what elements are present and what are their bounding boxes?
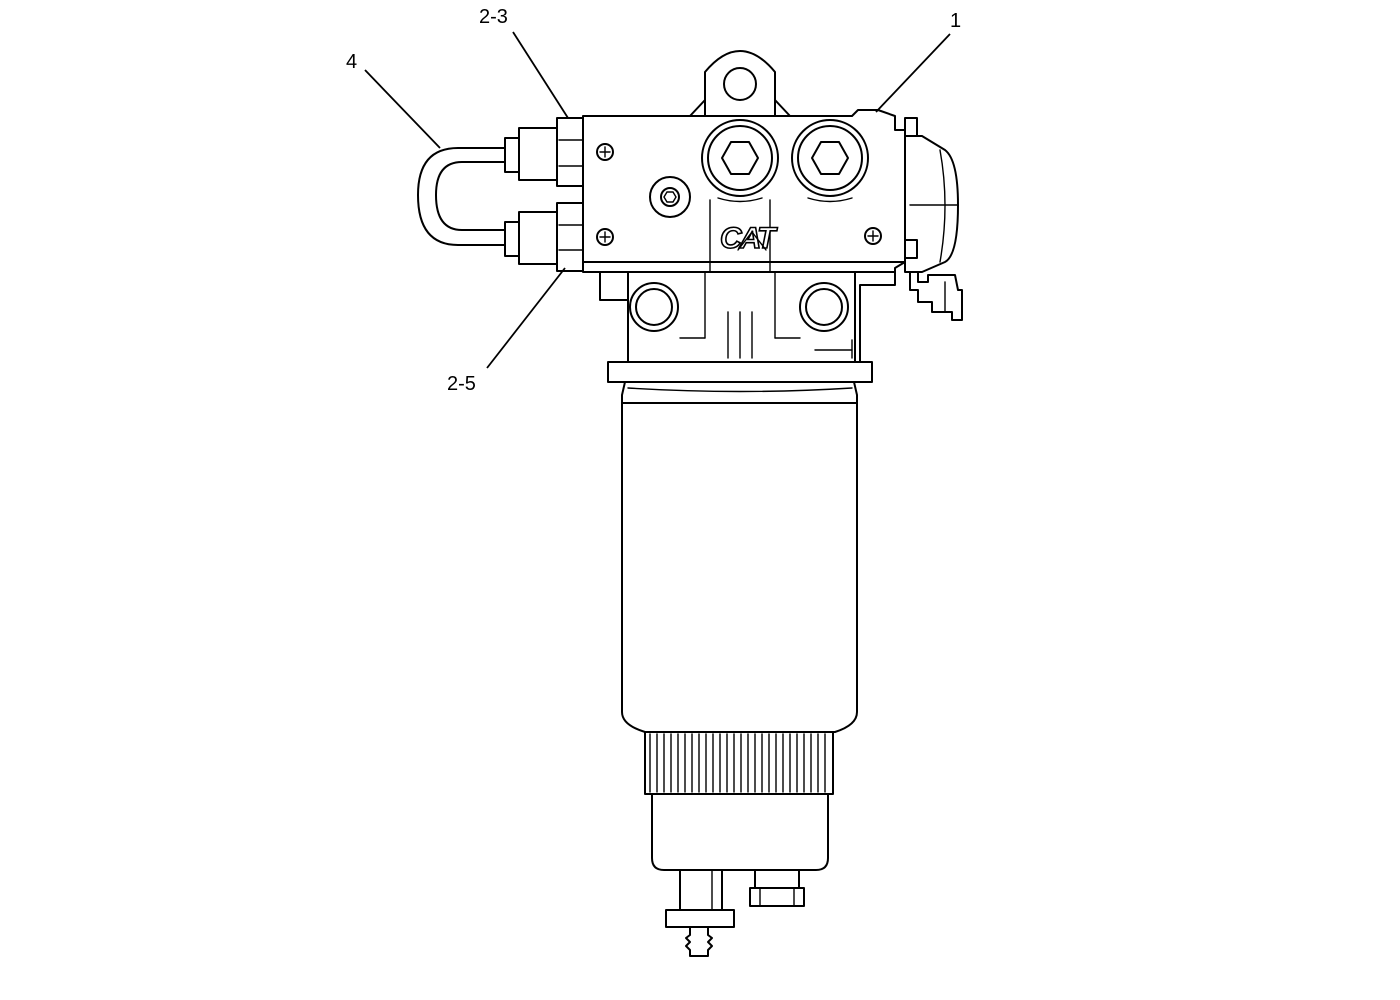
callout-1-label: 1 <box>950 10 961 32</box>
cat-logo: CAT <box>719 221 781 256</box>
bowl-collar <box>644 731 834 795</box>
callout-4: 4 <box>346 51 441 149</box>
water-bowl <box>651 793 829 871</box>
callout-1: 1 <box>875 10 961 113</box>
callout-2-3: 2-3 <box>479 6 569 119</box>
fitting-lower <box>504 202 584 272</box>
callout-2-5: 2-5 <box>447 267 566 395</box>
u-tube-hose <box>417 147 516 246</box>
bolt-heads <box>596 143 882 246</box>
mounting-flange <box>607 361 873 383</box>
sensor-port <box>749 869 805 907</box>
callout-2-3-label: 2-3 <box>479 6 508 28</box>
callout-2-5-label: 2-5 <box>447 373 476 395</box>
primer-pump-housing <box>904 117 959 273</box>
hex-plug-right <box>791 119 869 203</box>
filter-canister <box>621 381 858 733</box>
hex-plug-left <box>701 119 779 203</box>
drain-valve <box>665 869 735 957</box>
filter-head <box>582 109 906 273</box>
connector-plug <box>909 271 963 321</box>
socket-plug <box>649 176 691 218</box>
head-lower-body <box>599 271 896 363</box>
callout-4-label: 4 <box>346 51 357 73</box>
cat-logo-text: CAT <box>720 222 778 255</box>
lifting-eye <box>689 50 791 117</box>
fitting-upper <box>504 117 584 187</box>
